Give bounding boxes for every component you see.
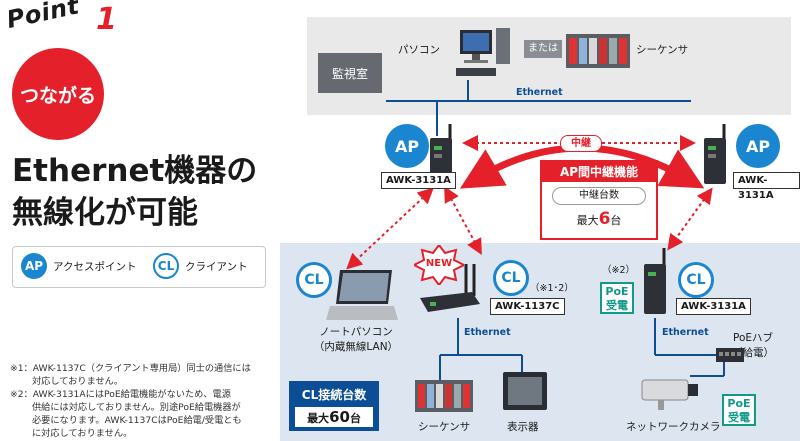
ap-legend-icon: AP: [21, 253, 47, 279]
footnotes: ※1：AWK-1137C（クライアント専用局）同士の通信には 対応しておりません…: [10, 362, 278, 440]
ethernet-top-label: Ethernet: [516, 87, 563, 98]
monitoring-room-panel: [307, 17, 791, 115]
ap-left-model: AWK-3131A: [381, 172, 456, 189]
relay-max-unit: 台: [610, 214, 622, 227]
cl-connections-max: 最大60台: [295, 407, 373, 427]
awk1137c-note: （※1･2）: [530, 283, 574, 294]
ap-legend-label: アクセスポイント: [53, 261, 137, 273]
legend: AP アクセスポイント CL クライアント: [12, 246, 266, 288]
awk1137c-model: AWK-1137C: [490, 298, 565, 315]
headline: Ethernet機器の 無線化が可能: [12, 150, 257, 234]
link-to-awk3131a-client: [667, 187, 713, 251]
cl-connections-title: CL接続台数: [301, 388, 367, 402]
awk3131a-poe-line-1: PoE: [605, 285, 629, 298]
plc-client-icon: [415, 380, 473, 412]
network-camera-icon: [641, 379, 698, 410]
awk3131a-client-model: AWK-3131A: [676, 298, 751, 315]
awk3131a-note: （※2）: [602, 265, 636, 276]
note-2-line-3: 必要になります。AWK-1137CはPoE給電/受電とも: [32, 415, 242, 426]
note-2-line-4: に対応しておりません。: [32, 428, 133, 439]
relay-max-value: 6: [598, 209, 611, 229]
note-2-line-2: 供給には対応しておりません。別途PoE給電機器が: [32, 402, 241, 413]
display-label: 表示器: [507, 421, 539, 433]
relay-max: 最大6台: [542, 209, 656, 229]
note-1-line-2: 対応しておりません。: [32, 376, 124, 387]
laptop-label-line-1: ノートパソコン: [319, 326, 393, 338]
relay-function-title: AP間中継機能: [542, 162, 656, 182]
or-label: または: [524, 40, 562, 58]
cl-max-unit: 台: [349, 412, 361, 425]
awk3131a-cl-icon: CL: [678, 262, 714, 298]
awk3131a-poe-badge: PoE 受電: [600, 282, 634, 314]
cl-max-value: 60: [329, 408, 350, 426]
cl-legend-label: クライアント: [185, 261, 248, 273]
laptop-icon: [326, 270, 398, 320]
ap-right-model: AWK-3131A: [733, 172, 800, 201]
new-label: NEW: [425, 258, 453, 269]
new-burst-icon: [414, 245, 464, 285]
ap-right-icon: AP: [736, 124, 780, 168]
desktop-pc-icon: [456, 28, 510, 76]
cl-legend-icon: CL: [153, 253, 179, 279]
camera-label: ネットワークカメラ: [626, 421, 721, 433]
cl-connections-box: CL接続台数 最大60台: [289, 381, 379, 431]
pc-label: パソコン: [398, 44, 440, 56]
ap-left-icon: AP: [385, 124, 429, 168]
laptop-cl-icon: CL: [296, 262, 332, 298]
camera-poe-line-1: PoE: [727, 397, 751, 410]
cl-max-prefix: 最大: [307, 412, 330, 425]
note-2-line-1: ※2：AWK-3131AにはPoE給電機能がないため、電源: [10, 389, 231, 400]
plc-icon: [566, 34, 630, 68]
awk3131a-ethernet-label: Ethernet: [662, 327, 709, 338]
camera-poe-badge: PoE 受電: [722, 394, 756, 426]
relay-function-box: AP間中継機能 中継台数 最大6台: [540, 160, 658, 240]
camera-poe-line-2: 受電: [728, 411, 750, 424]
awk1137c-cl-icon: CL: [493, 260, 529, 296]
headline-line-1: Ethernet機器の: [12, 153, 258, 189]
laptop-label-line-2: （内蔵無線LAN）: [313, 341, 399, 353]
awk1137c-ethernet-label: Ethernet: [464, 327, 511, 338]
display-icon: [503, 372, 547, 410]
plc-top-label: シーケンサ: [636, 44, 689, 56]
awk3131a-poe-line-2: 受電: [606, 299, 628, 312]
awk1137c-device: [420, 264, 480, 312]
poe-hub-label-line-1: PoEハブ: [732, 332, 774, 344]
plc-client-label: シーケンサ: [418, 421, 471, 433]
relay-count-label: 中継台数: [552, 187, 646, 205]
relay-label: 中継: [560, 135, 602, 152]
link-to-laptop: [346, 187, 434, 270]
link-to-awk1137c: [444, 185, 482, 256]
poe-hub-icon: [716, 348, 744, 362]
relay-max-prefix: 最大: [576, 214, 599, 227]
awk3131a-client-device: [644, 248, 666, 314]
monitoring-room-label: 監視室: [318, 53, 382, 93]
tsunagaru-badge: つながる: [12, 48, 104, 140]
note-1-line-1: ※1：AWK-1137C（クライアント専用局）同士の通信には: [10, 363, 251, 374]
laptop-label: ノートパソコン （内蔵無線LAN）: [306, 324, 406, 354]
awk3131a-right-device: [704, 124, 726, 184]
headline-line-2: 無線化が可能: [12, 195, 198, 231]
point-number: 1: [96, 2, 117, 37]
